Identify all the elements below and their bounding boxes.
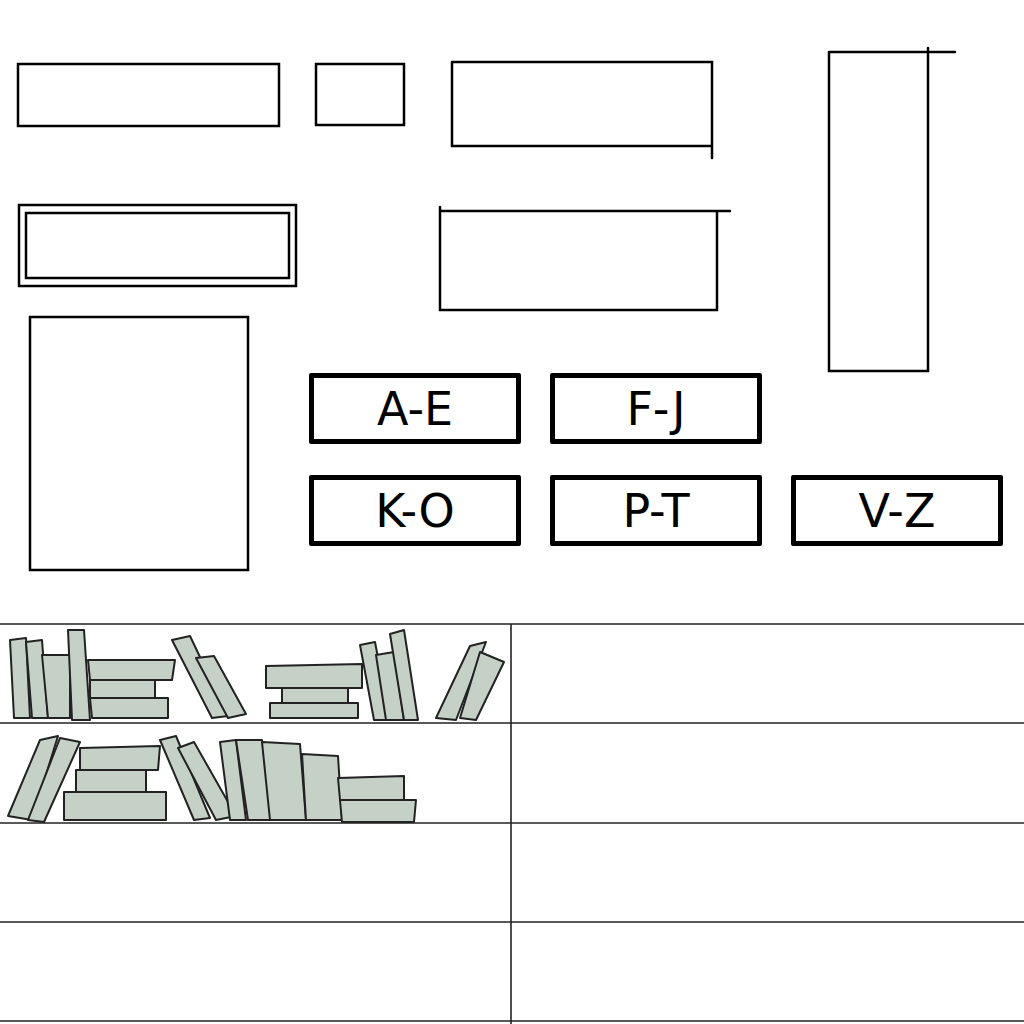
letter-range-box: K-O xyxy=(309,475,521,546)
plain-box xyxy=(440,207,730,310)
letter-range-box: A-E xyxy=(309,373,521,444)
letter-range-box: F-J xyxy=(550,373,762,444)
tall-box xyxy=(829,48,955,371)
letter-range: K-O xyxy=(375,488,454,534)
letter-range: F-J xyxy=(626,386,685,432)
letter-range-box: V-Z xyxy=(791,475,1003,546)
double-box xyxy=(19,205,296,286)
plain-box xyxy=(316,64,404,125)
double-box-inner xyxy=(26,213,289,278)
plain-box xyxy=(18,64,279,126)
letter-range: P-T xyxy=(622,488,689,534)
letter-range-box: P-T xyxy=(550,475,762,546)
bookshelf xyxy=(0,624,1024,1024)
books xyxy=(8,630,504,822)
plain-box xyxy=(30,317,248,570)
letter-range: V-Z xyxy=(859,488,936,534)
letter-range: A-E xyxy=(377,386,453,432)
plain-box xyxy=(452,62,712,158)
